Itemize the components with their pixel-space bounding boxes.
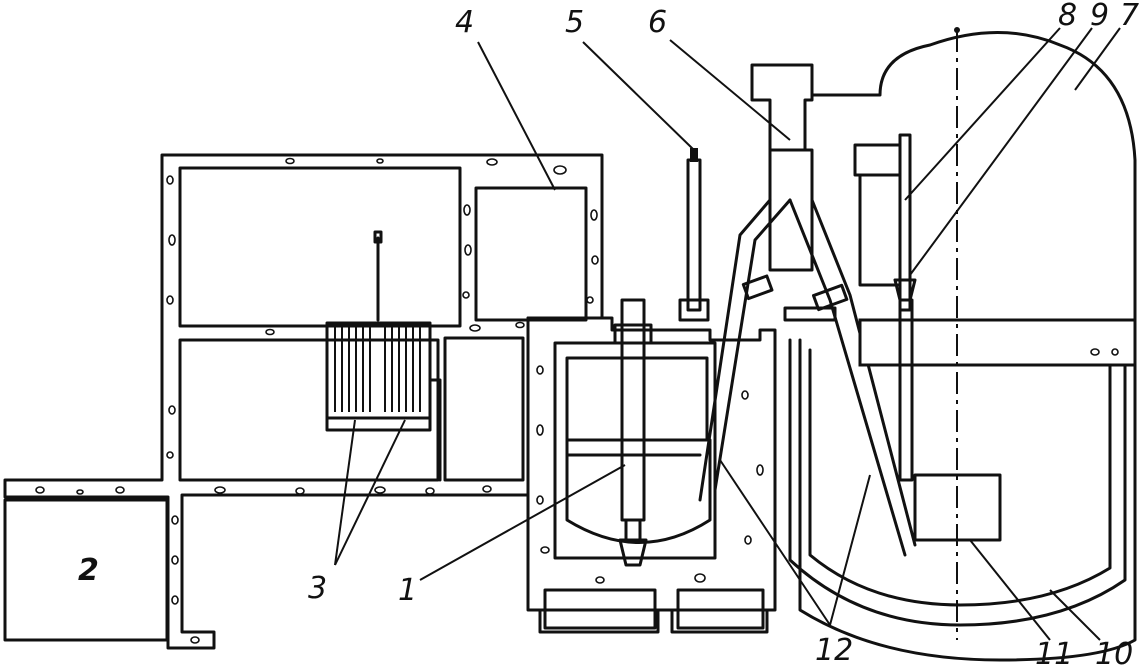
- label-11: 11: [1035, 637, 1073, 669]
- element-1: [620, 298, 646, 522]
- element-5: [678, 148, 710, 322]
- label-3: 3: [308, 571, 327, 606]
- heat-exchanger-3: [325, 230, 442, 482]
- lower-room-right: [443, 336, 525, 482]
- element-6: [698, 63, 917, 557]
- leader-lines: [334, 27, 1121, 641]
- element-11: [913, 473, 1002, 542]
- label-8: 8: [1058, 0, 1077, 33]
- label-6: 6: [648, 5, 667, 40]
- label-10: 10: [1095, 637, 1133, 669]
- element-10: [788, 338, 1127, 627]
- upper-room: [178, 166, 462, 328]
- room-2: [3, 498, 169, 642]
- element-7: [798, 31, 1137, 662]
- label-2: 2: [78, 553, 99, 588]
- label-9: 9: [1090, 0, 1109, 33]
- room-4: [474, 186, 588, 322]
- labels: 1 2 3 4 5 6 7 8 9 10 11 12: [78, 0, 1139, 669]
- reactor-cell: [526, 298, 777, 634]
- label-4: 4: [455, 5, 474, 40]
- label-1: 1: [398, 573, 417, 608]
- lower-room-left: [178, 338, 440, 482]
- label-5: 5: [565, 5, 584, 40]
- label-12: 12: [815, 633, 853, 668]
- element-9: [893, 278, 917, 302]
- concrete-texture: [35, 157, 599, 644]
- label-7: 7: [1120, 0, 1139, 33]
